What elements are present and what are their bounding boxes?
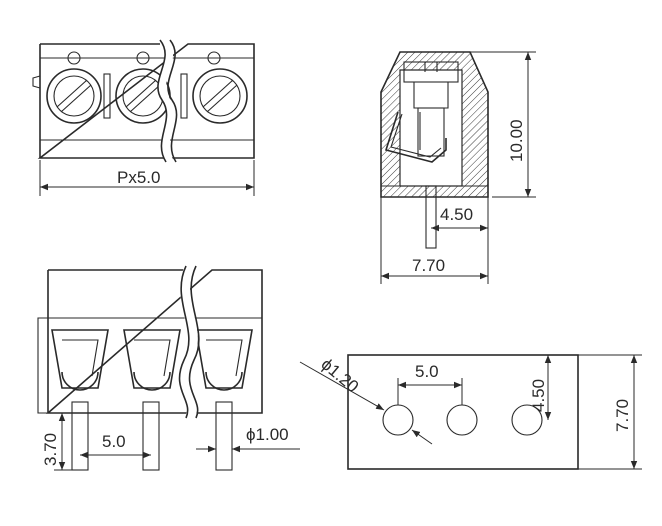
screw-icon xyxy=(192,68,248,124)
break-line xyxy=(157,39,168,163)
pcb-hole xyxy=(382,404,414,436)
front-pin xyxy=(71,401,89,471)
hole-diameter-leader xyxy=(299,361,385,411)
pcb-layout: ϕ1.20 5.0 4.50 7.70 xyxy=(299,354,642,470)
front-pin xyxy=(215,401,233,471)
wire-entry-hole xyxy=(136,51,150,65)
pcb-hole xyxy=(511,404,543,436)
pcb-width-label: 7.70 xyxy=(613,399,632,432)
top-view-body xyxy=(37,43,255,159)
break-line xyxy=(167,39,178,163)
hole-pitch-label: 5.0 xyxy=(415,362,439,381)
side-screw-head xyxy=(403,61,459,83)
pcb-hole xyxy=(446,404,478,436)
pin-pitch-label: 5.0 xyxy=(102,432,126,451)
break-line xyxy=(188,265,200,419)
break-line xyxy=(178,265,190,419)
front-pin xyxy=(142,401,160,471)
pin-offset-label: 4.50 xyxy=(440,205,473,224)
wire-opening xyxy=(51,329,109,391)
hole-offset-label: 4.50 xyxy=(529,379,548,412)
clamp-spring xyxy=(384,111,447,163)
top-view: Px5.0 xyxy=(32,37,255,196)
wire-entry-hole xyxy=(207,51,221,65)
height-label: 10.00 xyxy=(507,119,526,162)
pitch-label: Px5.0 xyxy=(117,168,160,187)
wire-opening xyxy=(123,329,181,391)
width-label: 7.70 xyxy=(412,256,445,275)
pin-diameter-label: ϕ1.00 xyxy=(246,425,289,444)
pcb-footprint xyxy=(347,354,579,470)
wire-entry-hole xyxy=(67,51,81,65)
front-view-body xyxy=(45,269,263,414)
screw-icon xyxy=(46,68,102,124)
front-view: 3.70 5.0 ϕ1.00 xyxy=(37,263,300,471)
wire-opening xyxy=(195,329,253,391)
side-view: 10.00 4.50 7.70 xyxy=(380,51,536,284)
pin-length-label: 3.70 xyxy=(41,433,60,466)
side-pin xyxy=(425,185,437,249)
